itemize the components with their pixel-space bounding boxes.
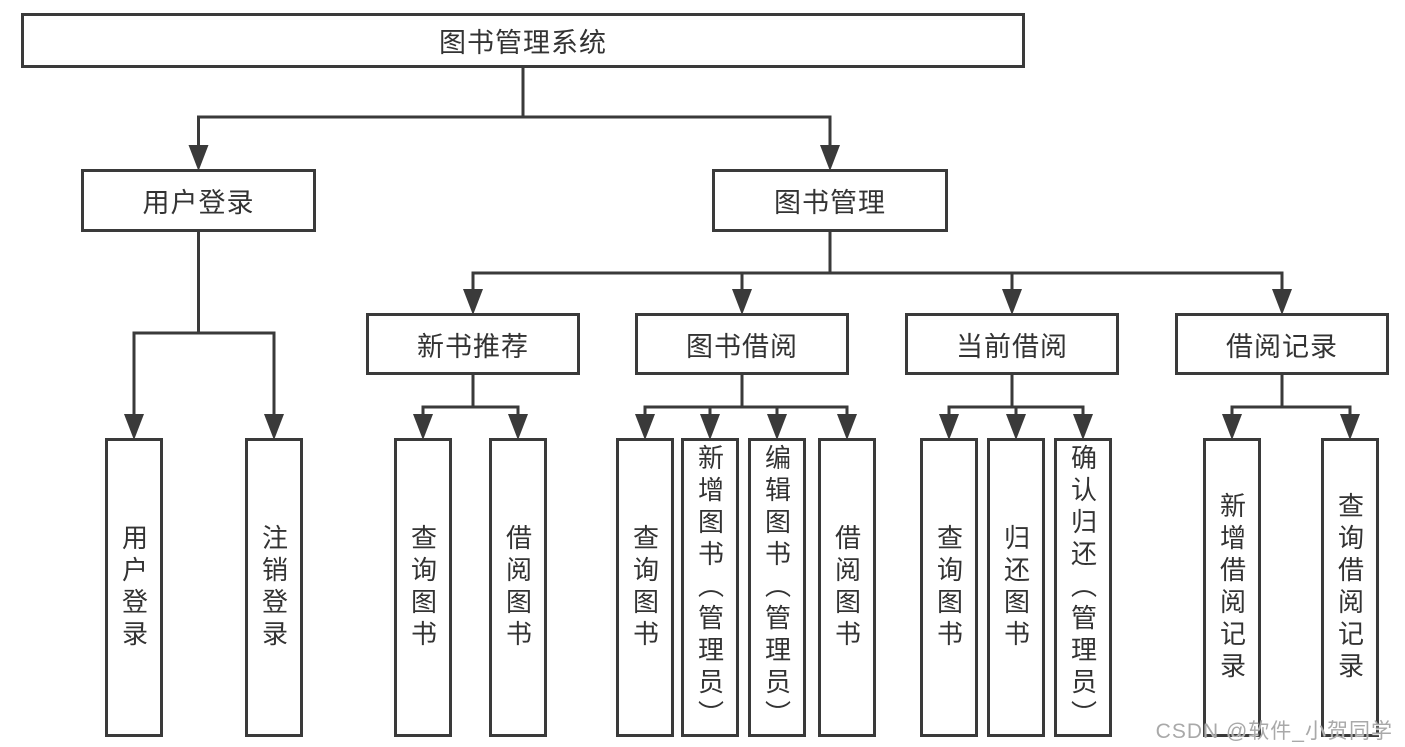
node-label-root: 图书管理系统 bbox=[439, 28, 607, 58]
node-cb-query: 查询图书 bbox=[920, 438, 978, 737]
arrowhead-icon bbox=[1006, 414, 1026, 440]
node-label-user-login: 用户登录 bbox=[142, 188, 255, 218]
node-label-ul-login: 用户登录 bbox=[118, 523, 149, 652]
node-label-br-query: 查询借阅记录 bbox=[1334, 491, 1365, 684]
node-nb-borrow: 借阅图书 bbox=[489, 438, 547, 737]
node-cb-confirm: 确认归还（管理员） bbox=[1054, 438, 1112, 737]
node-cb-return: 归还图书 bbox=[987, 438, 1045, 737]
arrowhead-icon bbox=[188, 145, 209, 171]
node-ul-logout: 注销登录 bbox=[245, 438, 303, 737]
node-bb-add: 新增图书（管理员） bbox=[681, 438, 739, 737]
arrowhead-icon bbox=[413, 414, 433, 440]
node-label-bb-edit: 编辑图书（管理员） bbox=[761, 443, 792, 732]
node-label-record: 借阅记录 bbox=[1226, 331, 1338, 362]
arrowhead-icon bbox=[837, 414, 857, 440]
arrowhead-icon bbox=[1073, 414, 1093, 440]
node-label-book-mgmt: 图书管理 bbox=[774, 188, 886, 218]
node-ul-login: 用户登录 bbox=[105, 438, 163, 737]
node-label-bb-query: 查询图书 bbox=[629, 523, 660, 652]
node-bb-borrow: 借阅图书 bbox=[818, 438, 876, 737]
arrowhead-icon bbox=[767, 414, 787, 440]
node-br-query: 查询借阅记录 bbox=[1321, 438, 1379, 737]
node-nb-query: 查询图书 bbox=[394, 438, 452, 737]
node-br-add: 新增借阅记录 bbox=[1203, 438, 1261, 737]
arrowhead-icon bbox=[124, 414, 144, 440]
arrowhead-icon bbox=[732, 289, 752, 315]
node-label-nb-borrow: 借阅图书 bbox=[502, 523, 533, 652]
node-book-mgmt: 图书管理 bbox=[712, 169, 948, 232]
watermark-text: CSDN @软件_小贺同学 bbox=[1155, 720, 1393, 743]
node-label-br-add: 新增借阅记录 bbox=[1216, 491, 1247, 684]
arrowhead-icon bbox=[1272, 289, 1292, 315]
node-record: 借阅记录 bbox=[1175, 313, 1389, 375]
node-bb-query: 查询图书 bbox=[616, 438, 674, 737]
node-label-new-book: 新书推荐 bbox=[417, 331, 529, 362]
node-label-ul-logout: 注销登录 bbox=[258, 523, 289, 652]
arrowhead-icon bbox=[1340, 414, 1360, 440]
node-borrow: 图书借阅 bbox=[635, 313, 849, 375]
arrowhead-icon bbox=[635, 414, 655, 440]
node-label-bb-borrow: 借阅图书 bbox=[831, 523, 862, 652]
node-user-login: 用户登录 bbox=[81, 169, 316, 232]
arrowhead-icon bbox=[1002, 289, 1022, 315]
node-root: 图书管理系统 bbox=[21, 13, 1025, 68]
node-label-current: 当前借阅 bbox=[956, 331, 1068, 362]
arrowhead-icon bbox=[820, 145, 840, 171]
arrowhead-icon bbox=[939, 414, 959, 440]
arrowhead-icon bbox=[1222, 414, 1242, 440]
node-current: 当前借阅 bbox=[905, 313, 1119, 375]
node-label-bb-add: 新增图书（管理员） bbox=[694, 443, 725, 732]
arrowhead-icon bbox=[508, 414, 528, 440]
node-label-cb-query: 查询图书 bbox=[933, 523, 964, 652]
arrowhead-icon bbox=[264, 414, 284, 440]
node-new-book: 新书推荐 bbox=[366, 313, 580, 375]
node-bb-edit: 编辑图书（管理员） bbox=[748, 438, 806, 737]
arrowhead-icon bbox=[700, 414, 720, 440]
arrowhead-icon bbox=[463, 289, 483, 315]
node-label-cb-confirm: 确认归还（管理员） bbox=[1067, 443, 1098, 732]
node-label-cb-return: 归还图书 bbox=[1000, 523, 1031, 652]
node-label-borrow: 图书借阅 bbox=[686, 331, 798, 362]
node-label-nb-query: 查询图书 bbox=[407, 523, 438, 652]
